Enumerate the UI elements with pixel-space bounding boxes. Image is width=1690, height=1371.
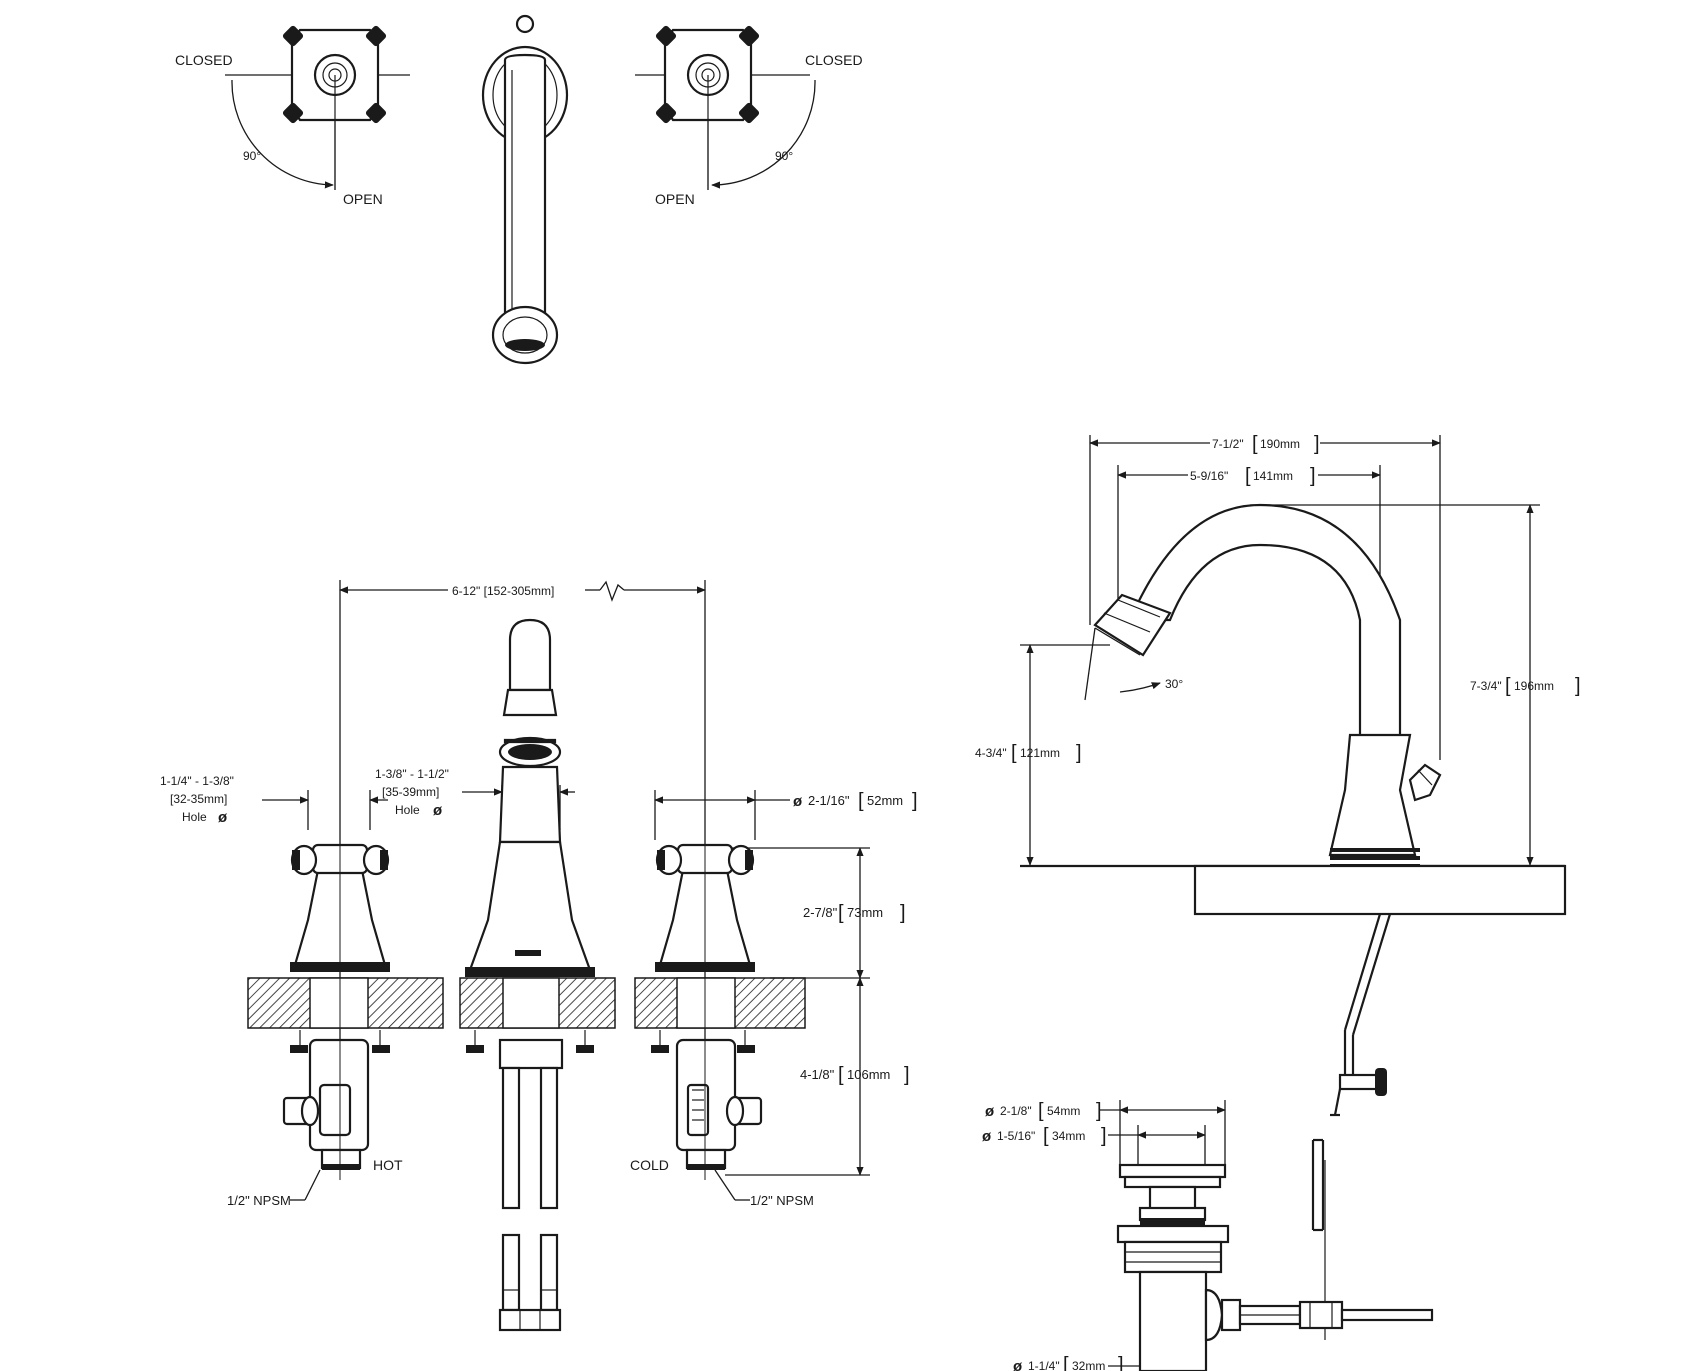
flange-diameter-label: 2-1/8"	[1000, 1104, 1032, 1118]
diameter-symbol-1: ø	[218, 809, 228, 826]
svg-text:]: ]	[1101, 1125, 1107, 1147]
svg-text:]: ]	[1314, 433, 1320, 455]
svg-text:]: ]	[1096, 1100, 1102, 1122]
svg-text:]: ]	[912, 790, 918, 812]
svg-text:[: [	[1038, 1100, 1044, 1122]
side-view: 7-1/2" [ 190mm ] 5-9/16" [ 141mm ] 7-3/4…	[975, 433, 1581, 1340]
svg-text:]: ]	[1076, 742, 1082, 764]
cold-valve: 1/2" NPSM COLD	[630, 843, 814, 1208]
svg-text:[: [	[1252, 433, 1258, 455]
spread-label: 6-12" [152-305mm]	[452, 584, 554, 598]
svg-text:]: ]	[900, 902, 906, 924]
left-angle-label: 90°	[243, 149, 261, 163]
tailpiece-diameter-label: 1-1/4"	[1028, 1359, 1060, 1371]
left-open-label: OPEN	[343, 191, 383, 207]
svg-text:[: [	[1011, 742, 1017, 764]
handle-hole-label-2: [32-35mm]	[170, 792, 227, 806]
svg-text:]: ]	[1575, 675, 1581, 697]
spout-to-center-mm: 141mm	[1253, 469, 1293, 483]
cold-label: COLD	[630, 1157, 669, 1173]
flange-diameter-mm: 54mm	[1047, 1104, 1080, 1118]
right-open-label: OPEN	[655, 191, 695, 207]
svg-text:[: [	[858, 790, 864, 812]
handle-height-mm: 73mm	[847, 905, 883, 920]
spout-front	[465, 618, 595, 1332]
hot-label: HOT	[373, 1157, 403, 1173]
svg-text:[: [	[838, 1064, 844, 1086]
stopper-diameter-label: 1-5/16"	[997, 1129, 1035, 1143]
spout-reach-mm: 190mm	[1260, 437, 1300, 451]
svg-text:]: ]	[1118, 1354, 1124, 1371]
svg-text:[: [	[1245, 465, 1251, 487]
spout-height-label: 4-3/4"	[975, 746, 1007, 760]
spout-height-mm: 121mm	[1020, 746, 1060, 760]
shank-length-mm: 106mm	[847, 1067, 890, 1082]
spout-to-center-label: 5-9/16"	[1190, 469, 1228, 483]
spout-hole-label-3: Hole	[395, 803, 420, 817]
right-closed-label: CLOSED	[805, 52, 863, 68]
top-view: CLOSED OPEN 90°	[175, 14, 863, 365]
diameter-symbol-3: ø	[793, 793, 803, 810]
diameter-symbol-2: ø	[433, 802, 443, 819]
front-view: 6-12" [152-305mm] 1-1/4" - 1-3/8" [32-35…	[160, 580, 918, 1332]
right-cross-handle-top: CLOSED OPEN 90°	[635, 25, 863, 207]
handle-hole-label-1: 1-1/4" - 1-3/8"	[160, 774, 234, 788]
spout-reach-label: 7-1/2"	[1212, 437, 1244, 451]
left-npsm-label: 1/2" NPSM	[227, 1193, 291, 1208]
tailpiece-diameter-mm: 32mm	[1072, 1359, 1105, 1371]
spout-hole-label-1: 1-3/8" - 1-1/2"	[375, 767, 449, 781]
svg-text:]: ]	[1310, 465, 1316, 487]
stopper-diameter-mm: 34mm	[1052, 1129, 1085, 1143]
hot-valve: 1/2" NPSM HOT	[227, 843, 403, 1208]
spout-hole-label-2: [35-39mm]	[382, 785, 439, 799]
left-closed-label: CLOSED	[175, 52, 233, 68]
svg-text:[: [	[1043, 1125, 1049, 1147]
left-cross-handle-top: CLOSED OPEN 90°	[175, 25, 410, 207]
drain-view: ø 2-1/8" [ 54mm ] ø 1-5/16" [ 34mm ]	[982, 1100, 1434, 1371]
diameter-symbol-4: ø	[985, 1103, 995, 1120]
svg-text:[: [	[838, 902, 844, 924]
handle-hole-label-3: Hole	[182, 810, 207, 824]
handle-height-label: 2-7/8"	[803, 905, 838, 920]
overall-height-label: 7-3/4"	[1470, 679, 1502, 693]
overall-height-mm: 196mm	[1514, 679, 1554, 693]
diameter-symbol-6: ø	[1013, 1358, 1023, 1371]
spray-angle-label: 30°	[1165, 677, 1183, 691]
svg-text:]: ]	[904, 1064, 910, 1086]
right-angle-label: 90°	[775, 149, 793, 163]
svg-text:[: [	[1063, 1354, 1069, 1371]
shank-length-label: 4-1/8"	[800, 1067, 835, 1082]
right-npsm-label: 1/2" NPSM	[750, 1193, 814, 1208]
escutcheon-diameter-mm: 52mm	[867, 793, 903, 808]
diameter-symbol-5: ø	[982, 1128, 992, 1145]
svg-text:[: [	[1505, 675, 1511, 697]
escutcheon-diameter-label: 2-1/16"	[808, 793, 850, 808]
spout-top-view	[481, 14, 569, 365]
